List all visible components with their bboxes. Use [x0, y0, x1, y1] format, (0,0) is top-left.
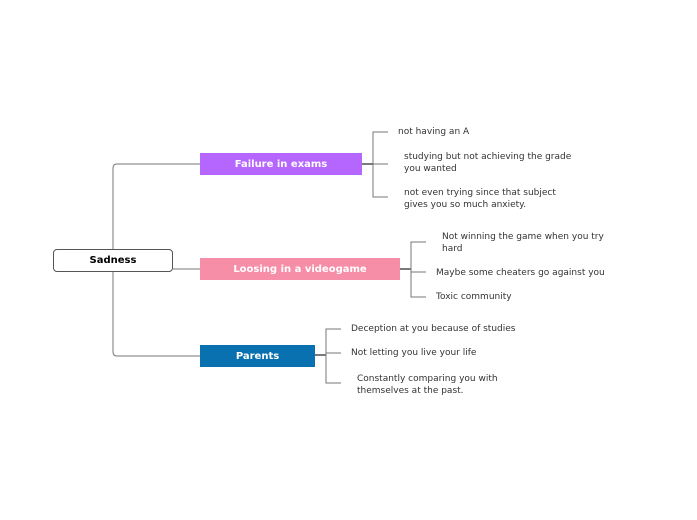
- root-label: Sadness: [89, 255, 137, 266]
- leaf-label: Not letting you live your life: [351, 348, 477, 358]
- leaf-node[interactable]: not even trying since that subject gives…: [404, 188, 556, 211]
- leaf-node[interactable]: Constantly comparing you with themselves…: [357, 374, 498, 397]
- branch-label: Failure in exams: [234, 158, 328, 170]
- branch-label: Loosing in a videogame: [233, 263, 367, 275]
- leaf-label: not even trying since that subject gives…: [404, 188, 556, 210]
- leaf-node[interactable]: studying but not achieving the grade you…: [404, 152, 571, 175]
- root-node[interactable]: Sadness: [53, 249, 173, 272]
- branch-parents[interactable]: Parents: [200, 345, 315, 367]
- root-to-branch-3-line: [112, 272, 200, 357]
- leaf-label: Not winning the game when you try hard: [442, 232, 604, 254]
- leaf-label: Maybe some cheaters go against you: [436, 268, 605, 278]
- branch-loosing-in-a-videogame[interactable]: Loosing in a videogame: [200, 258, 400, 280]
- branch-3-bracket: [325, 328, 341, 384]
- leaf-node[interactable]: not having an A: [398, 127, 469, 139]
- leaf-node[interactable]: Maybe some cheaters go against you: [436, 268, 605, 280]
- leaf-label: Deception at you because of studies: [351, 324, 516, 334]
- leaf-node[interactable]: Not letting you live your life: [351, 348, 476, 360]
- branch-label: Parents: [235, 350, 280, 362]
- leaf-label: not having an A: [398, 127, 470, 137]
- leaf-node[interactable]: Deception at you because of studies: [351, 324, 515, 336]
- root-to-branch-1-line: [112, 163, 200, 249]
- branch-1-bracket: [372, 131, 388, 198]
- branch-failure-in-exams[interactable]: Failure in exams: [200, 153, 362, 175]
- leaf-label: studying but not achieving the grade you…: [404, 152, 572, 174]
- leaf-label: Toxic community: [436, 292, 512, 302]
- branch-2-bracket: [410, 241, 426, 298]
- leaf-node[interactable]: Toxic community: [436, 292, 512, 304]
- leaf-node[interactable]: Not winning the game when you try hard: [442, 232, 604, 255]
- leaf-label: Constantly comparing you with themselves…: [357, 374, 498, 396]
